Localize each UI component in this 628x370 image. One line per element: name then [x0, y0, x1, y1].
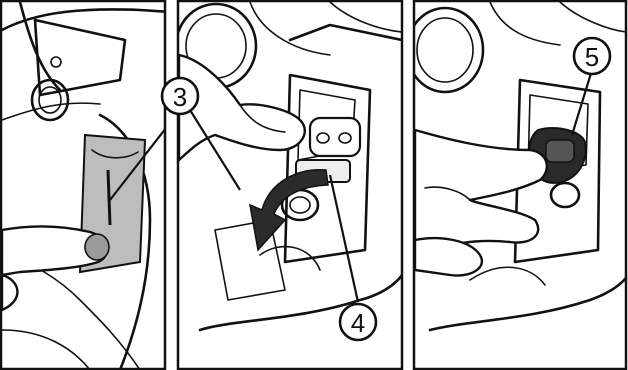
- callout-3: 3: [160, 76, 200, 116]
- panel-2: [176, 0, 404, 370]
- leader-5: [570, 69, 594, 136]
- panel-1: [0, 0, 167, 370]
- callout-5: 5: [572, 36, 612, 76]
- callout-4-label: 4: [351, 308, 365, 338]
- small-button-icon: [50, 56, 62, 68]
- cover: [308, 116, 362, 158]
- callout-3-label: 3: [173, 82, 187, 112]
- callout-5-label: 5: [585, 42, 599, 72]
- round-button-icon: [30, 78, 70, 122]
- callout-4: 4: [338, 302, 378, 342]
- leader-3a: [109, 128, 164, 201]
- leader-3b: [189, 109, 241, 191]
- curved-arrow-icon: [249, 169, 329, 252]
- leader-4: [328, 174, 360, 303]
